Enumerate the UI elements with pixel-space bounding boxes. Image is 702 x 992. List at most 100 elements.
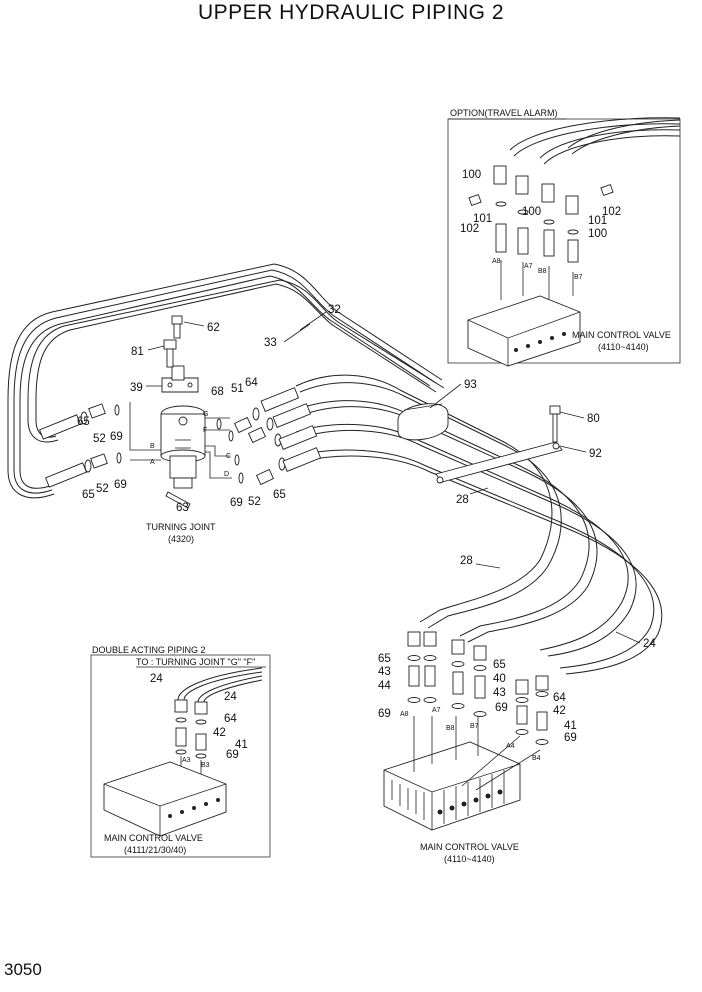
main-control-valve-bottom [383, 716, 541, 831]
part-number: 33 [264, 337, 277, 349]
part-number: 40 [493, 673, 506, 685]
option-mcv-code: (4110~4140) [598, 342, 649, 352]
double-acting-hoses [177, 667, 263, 703]
port-label: B7 [574, 274, 583, 281]
double-acting-title: DOUBLE ACTING PIPING 2 [92, 645, 206, 655]
part-number: 101 [588, 215, 607, 227]
double-acting-fittings [174, 699, 208, 784]
option-hoses [509, 117, 681, 165]
part-number: 64 [224, 713, 237, 725]
part-number: 80 [587, 413, 600, 425]
port-label: B4 [532, 755, 541, 762]
turning-joint [160, 405, 206, 489]
page-number: 3050 [4, 960, 42, 979]
part-number: 39 [130, 382, 143, 394]
part-number: 69 [564, 732, 577, 744]
part-number: 43 [493, 687, 506, 699]
part-number: 28 [456, 494, 469, 506]
part-number: 64 [553, 692, 566, 704]
part-number: 52 [248, 496, 261, 508]
part-number: 41 [235, 739, 248, 751]
part-number: 65 [493, 659, 506, 671]
port-letter: B [150, 443, 155, 450]
part-number: 81 [131, 346, 144, 358]
part-number: 102 [602, 206, 621, 218]
bracket-92 [435, 441, 563, 484]
bolt-81 [163, 339, 177, 368]
part-number: 100 [588, 228, 607, 240]
part-number: 101 [473, 213, 492, 225]
part-number: 92 [589, 448, 602, 460]
part-number: 69 [114, 479, 127, 491]
part-number: 44 [378, 680, 391, 692]
part-number: 41 [564, 720, 577, 732]
part-number: 65 [273, 489, 286, 501]
part-number: 51 [231, 383, 244, 395]
part-number: 28 [460, 555, 473, 567]
part-number: 32 [328, 304, 341, 316]
option-main-control-valve [467, 295, 581, 367]
double-acting-mcv-caption: MAIN CONTROL VALVE [104, 833, 203, 843]
port-letter: A [150, 459, 155, 466]
part-number: 24 [150, 673, 163, 685]
part-number: 52 [93, 433, 106, 445]
part-number: 24 [643, 638, 656, 650]
part-number: 42 [553, 705, 566, 717]
port-letter: C [226, 453, 231, 460]
clamp-93 [397, 403, 449, 441]
part-number: 69 [226, 749, 239, 761]
bolt-80 [549, 405, 561, 443]
part-numbers: 32 33 62 81 39 68 51 64 93 80 92 65 52 6… [77, 169, 656, 761]
part-number: 93 [464, 379, 477, 391]
leader-lines [146, 311, 641, 644]
port-label: A4 [506, 743, 515, 750]
port-label: A3 [182, 757, 191, 764]
page-title: UPPER HYDRAULIC PIPING 2 [197, 1, 505, 24]
part-number: 43 [378, 666, 391, 678]
part-number: 64 [245, 377, 258, 389]
port-letter: G [203, 411, 208, 418]
part-number: 24 [224, 691, 237, 703]
part-number: 69 [230, 497, 243, 509]
part-number: 102 [460, 223, 479, 235]
plate-39 [161, 365, 199, 393]
part-number: 100 [462, 169, 481, 181]
part-number: 69 [110, 431, 123, 443]
port-label: A7 [432, 707, 441, 714]
part-number: 62 [207, 322, 220, 334]
double-acting-main-control-valve [103, 761, 227, 837]
port-label: B8 [538, 268, 547, 275]
right-fittings [216, 387, 322, 486]
mcv-caption: MAIN CONTROL VALVE [420, 842, 519, 852]
port-label: B8 [446, 725, 455, 732]
hoses-32-33 [7, 263, 445, 499]
option-fittings [468, 165, 614, 300]
option-mcv-caption: MAIN CONTROL VALVE [572, 330, 671, 340]
port-label: A8 [492, 258, 501, 265]
port-letter: F [203, 427, 207, 434]
part-number: 65 [77, 416, 90, 428]
part-number: 68 [211, 386, 224, 398]
part-number: 42 [213, 727, 226, 739]
part-number: 65 [82, 489, 95, 501]
port-label: A7 [524, 263, 533, 270]
port-label: B3 [201, 762, 210, 769]
left-fittings [38, 403, 122, 488]
turning-joint-code: (4320) [168, 534, 194, 544]
part-number: 69 [495, 702, 508, 714]
part-number: 52 [96, 483, 109, 495]
part-number: 63 [176, 502, 189, 514]
port-letter: D [224, 471, 229, 478]
part-number: 100 [522, 206, 541, 218]
double-acting-box [90, 654, 271, 858]
mcv-fittings-stacks [407, 631, 549, 745]
hose-bundle-28-24 [295, 374, 663, 675]
part-number: 69 [378, 708, 391, 720]
port-label: B7 [470, 723, 479, 730]
part-number: 65 [378, 653, 391, 665]
option-title: OPTION(TRAVEL ALARM) [450, 108, 558, 118]
port-label: A8 [400, 711, 409, 718]
turning-joint-caption: TURNING JOINT [146, 522, 216, 532]
double-acting-mcv-code: (4111/21/30/40) [124, 845, 186, 855]
